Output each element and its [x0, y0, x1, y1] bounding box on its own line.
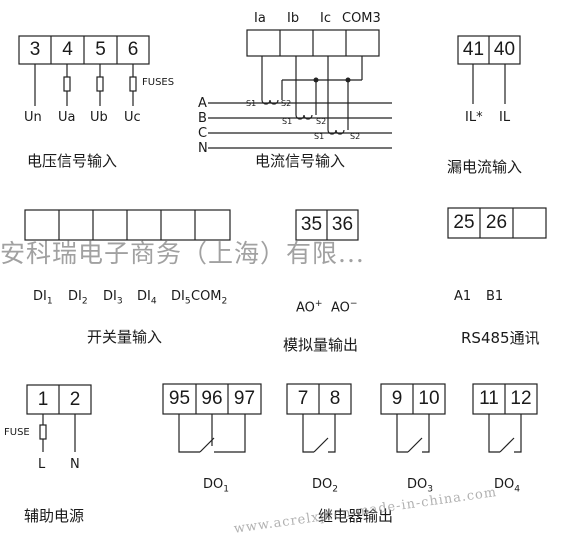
di3-label: DI3 [103, 289, 123, 307]
label-ic: Ic [320, 11, 331, 26]
ct-coil-icon [295, 114, 313, 120]
terminal-1: 1 [37, 388, 49, 410]
phase-c: C [198, 126, 208, 141]
terminal-96: 96 [201, 388, 223, 409]
ct-s2-a: S2 [281, 99, 292, 108]
terminal-97: 97 [233, 388, 256, 409]
phase-b: B [198, 111, 207, 126]
signal-n: N [70, 457, 80, 472]
signal-l: L [38, 457, 46, 472]
terminal-95: 95 [168, 388, 191, 409]
ao-minus-label: AO− [331, 299, 358, 316]
fuse-icon [63, 76, 71, 92]
terminal-10: 10 [418, 388, 440, 409]
terminal-3: 3 [29, 39, 41, 60]
di5-label: DI5 [171, 289, 191, 307]
di4-label: DI4 [137, 289, 157, 307]
signal-ua: Ua [58, 110, 76, 125]
terminal-41: 41 [462, 39, 485, 60]
di2-label: DI2 [68, 289, 88, 307]
terminal-26: 26 [485, 212, 508, 233]
terminal-11: 11 [479, 388, 499, 409]
ct-s2-c: S2 [350, 132, 361, 141]
ct-coil-icon [327, 129, 345, 135]
do3-label: DO3 [407, 477, 434, 495]
ct-s1-b: S1 [282, 117, 293, 126]
terminal-25: 25 [453, 212, 475, 233]
phase-n: N [198, 141, 208, 156]
watermark-text: 安科瑞电子商务（上海）有限... [0, 239, 365, 268]
label-ib: Ib [287, 11, 300, 26]
fuses-label: FUSES [142, 77, 175, 88]
terminal-40: 40 [493, 39, 516, 60]
label-ia: Ia [254, 11, 266, 26]
ao-plus-label: AO+ [296, 299, 323, 316]
fuse-icon [39, 424, 47, 440]
terminal-36: 36 [331, 214, 354, 235]
ct-s1-a: S1 [246, 99, 257, 108]
ct-s1-c: S1 [314, 132, 325, 141]
signal-ub: Ub [90, 110, 108, 125]
signal-b1: B1 [486, 289, 504, 304]
com2-label: COM2 [191, 289, 228, 307]
terminal-4: 4 [62, 39, 73, 60]
ct-s2-b: S2 [316, 117, 327, 126]
signal-a1: A1 [454, 289, 472, 304]
fuse-icon [129, 76, 137, 92]
signal-un: Un [24, 110, 42, 125]
label-com3: COM3 [342, 11, 381, 26]
fuse-icon [96, 76, 104, 92]
rs485-terminal-block [447, 207, 547, 239]
terminal-5: 5 [95, 39, 106, 60]
terminal-7: 7 [297, 388, 309, 409]
ct-coil-icon [261, 99, 279, 105]
relay-output-title: 继电器输出 [318, 507, 394, 525]
leakage-input-title: 漏电流输入 [447, 158, 523, 176]
voltage-input-title: 电压信号输入 [27, 152, 118, 170]
terminal-9: 9 [391, 388, 403, 409]
di1-label: DI1 [33, 289, 53, 307]
terminal-12: 12 [510, 388, 532, 409]
switch-input-title: 开关量输入 [87, 328, 163, 346]
terminal-35: 35 [300, 214, 323, 235]
phase-a: A [198, 96, 207, 111]
do4-label: DO4 [494, 477, 521, 495]
current-input-title: 电流信号输入 [255, 152, 346, 170]
do2-label: DO2 [312, 477, 339, 495]
terminal-8: 8 [329, 388, 341, 409]
analog-output-title: 模拟量输出 [283, 336, 359, 354]
rs485-title: RS485通讯 [461, 329, 540, 347]
signal-uc: Uc [124, 110, 141, 125]
aux-power-title: 辅助电源 [24, 507, 85, 525]
signal-il-star: IL* [465, 110, 483, 125]
terminal-2: 2 [69, 388, 81, 410]
fuse-label: FUSE [4, 427, 30, 438]
do1-label: DO1 [203, 477, 230, 495]
signal-il: IL [499, 110, 511, 125]
terminal-6: 6 [127, 39, 139, 60]
